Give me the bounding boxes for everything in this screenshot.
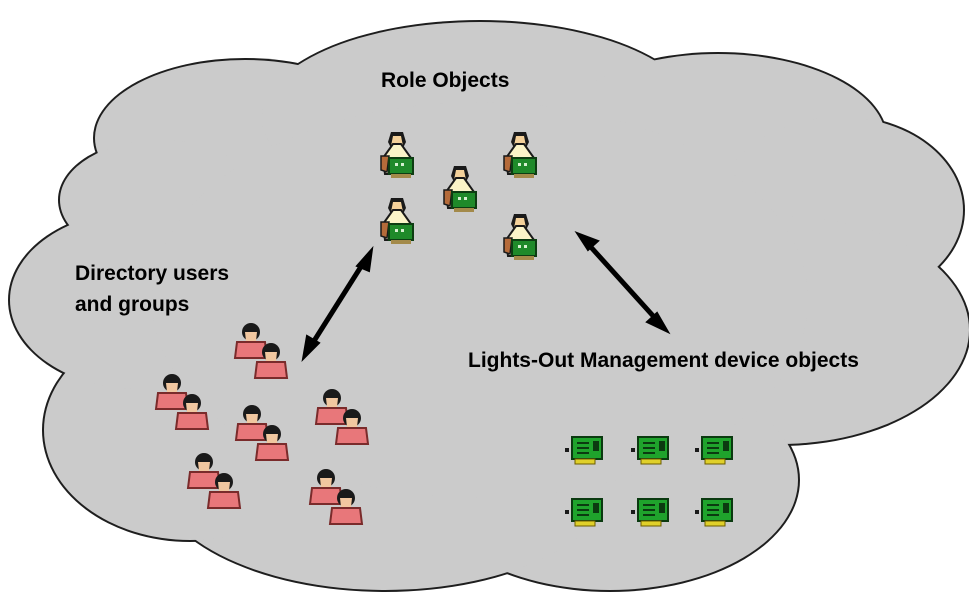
lom-devices-label: Lights-Out Management device objects xyxy=(468,349,859,372)
arrow-roles-to-devices xyxy=(574,230,671,335)
directory-users-label-line2: and groups xyxy=(75,293,190,316)
arrow-users-to-roles xyxy=(301,245,374,362)
directory-users-label-line1: Directory users xyxy=(75,262,230,285)
directory-users-label: Directory users and groups xyxy=(75,258,229,320)
role-objects-label: Role Objects xyxy=(381,69,510,92)
